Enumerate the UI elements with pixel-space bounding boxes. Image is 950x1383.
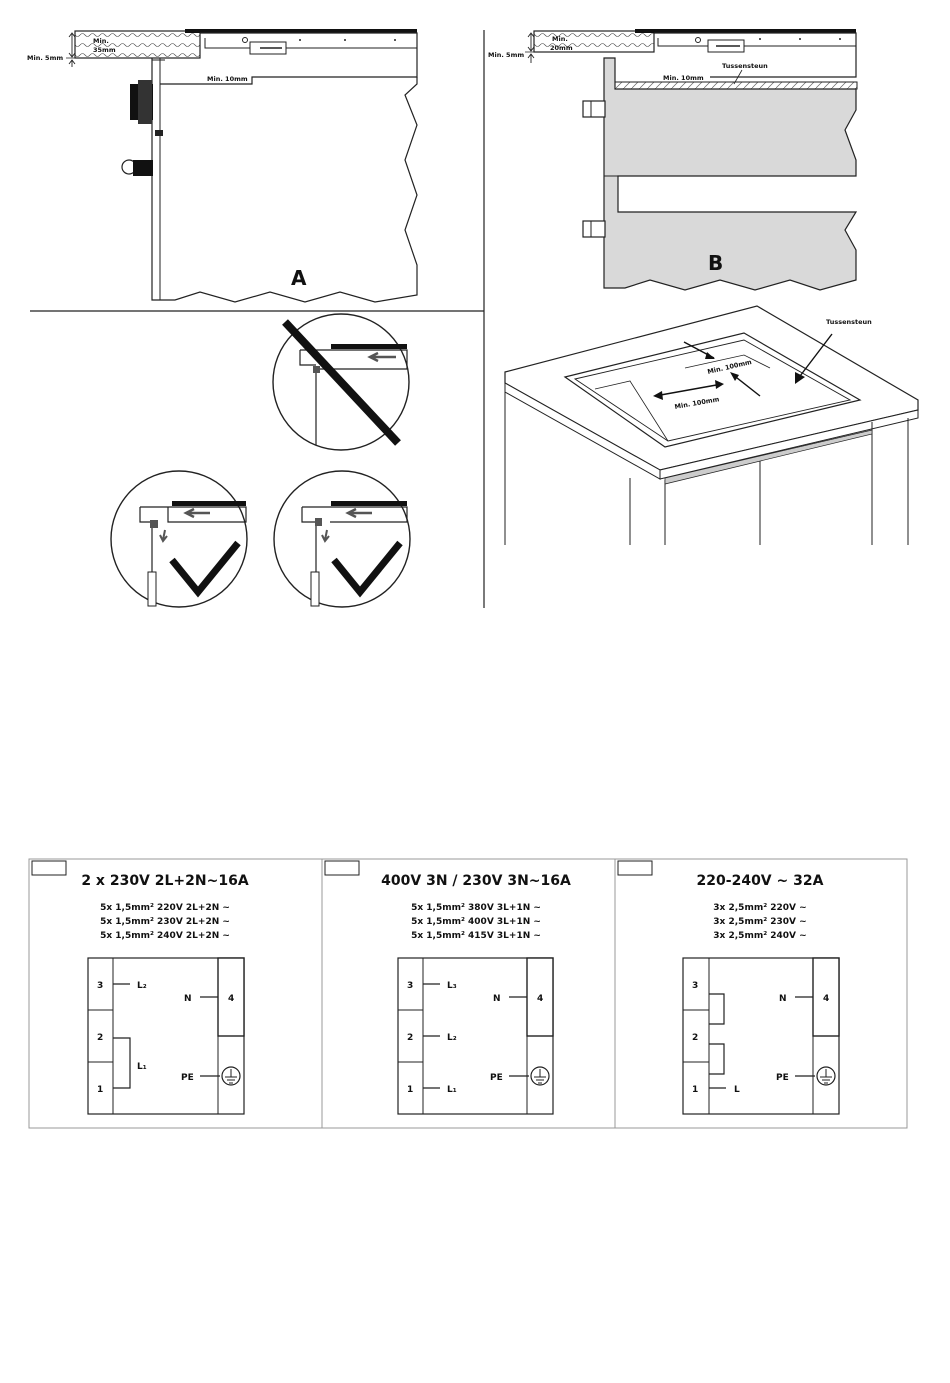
wiring-3-term-2: 2 [692, 1033, 698, 1043]
wiring-2-pe: PE [490, 1073, 503, 1083]
panel-a: Min. 35mm Min. 5mm Min. 10mm A [27, 29, 418, 303]
panel-c-details [110, 313, 411, 608]
worktop-b [533, 30, 655, 53]
wiring-1-spec-1: 5x 1,5mm² 220V 2L+2N ~ [100, 903, 230, 913]
wiring-3-term-3: 3 [692, 981, 698, 991]
wiring-3-neutral-num: 4 [823, 994, 829, 1004]
wiring-1-neutral-num: 4 [228, 994, 234, 1004]
wiring-2-line-L2: L₂ [447, 1033, 457, 1043]
wiring-1-pe: PE [181, 1073, 194, 1083]
wiring-2-ground-icon [530, 1066, 550, 1086]
label-min-10mm-b: Min. 10mm [663, 74, 704, 82]
wiring-2-spec-1: 5x 1,5mm² 380V 3L+1N ~ [411, 903, 541, 913]
label-min-5mm-b: Min. 5mm [488, 51, 524, 59]
wiring-2-term-1: 1 [407, 1085, 413, 1095]
wiring-2-line-L1: L₁ [447, 1085, 457, 1095]
wiring-2-spec-2: 5x 1,5mm² 400V 3L+1N ~ [411, 917, 541, 927]
panel-b: Min. 20mm Min. 5mm Min. 10mm Tussensteun… [488, 29, 858, 291]
wiring-1-spec-2: 5x 1,5mm² 230V 2L+2N ~ [100, 917, 230, 927]
label-a: A [291, 266, 307, 290]
wiring-3-spec-1: 3x 2,5mm² 220V ~ [713, 903, 806, 913]
label-min-35mm-1: Min. [93, 37, 109, 45]
label-min-10mm-a: Min. 10mm [207, 75, 248, 83]
wiring-3-ground-icon [816, 1066, 836, 1086]
panel-d-cabinet: Min. 100mm Min. 100mm Tussensteun [504, 305, 919, 545]
wiring-diagram-2: 400V 3N / 230V 3N~16A 5x 1,5mm² 380V 3L+… [381, 873, 571, 1115]
detail-wrong [272, 313, 410, 451]
label-min-5mm-a: Min. 5mm [27, 54, 63, 62]
wiring-1-spec-3: 5x 1,5mm² 240V 2L+2N ~ [100, 931, 230, 941]
label-min-20mm-1: Min. [552, 35, 568, 43]
panel-dividers [30, 30, 485, 608]
wiring-1-ground-icon [221, 1066, 241, 1086]
wiring-1-neutral: N [184, 994, 192, 1004]
wiring-3-term-1: 1 [692, 1085, 698, 1095]
wiring-2-neutral-num: 4 [537, 994, 543, 1004]
wiring-1-term-3: 3 [97, 981, 103, 991]
label-tussensteun-b: Tussensteun [722, 62, 768, 70]
wiring-3-neutral: N [779, 994, 787, 1004]
wiring-1-line-L1: L₁ [137, 1062, 147, 1072]
wiring-2-line-L3: L₃ [447, 981, 457, 991]
wiring-2-title: 400V 3N / 230V 3N~16A [381, 873, 571, 889]
label-tussensteun-c: Tussensteun [826, 318, 872, 326]
wiring-1-term-1: 1 [97, 1085, 103, 1095]
wiring-1-line-L2: L₂ [137, 981, 147, 991]
label-min-35mm-2: 35mm [93, 46, 116, 54]
wiring-diagram-1: 2 x 230V 2L+2N~16A 5x 1,5mm² 220V 2L+2N … [81, 873, 249, 1115]
wiring-1-term-2: 2 [97, 1033, 103, 1043]
wiring-3-pe: PE [776, 1073, 789, 1083]
wiring-2-neutral: N [493, 994, 501, 1004]
wiring-2-term-2: 2 [407, 1033, 413, 1043]
wiring-3-spec-3: 3x 2,5mm² 240V ~ [713, 931, 806, 941]
detail-correct-2 [273, 470, 411, 608]
label-min-20mm-2: 20mm [550, 44, 573, 52]
detail-correct-1 [110, 470, 248, 608]
worktop-a [74, 30, 201, 59]
wiring-3-spec-2: 3x 2,5mm² 230V ~ [713, 917, 806, 927]
wiring-section [28, 858, 908, 1129]
label-b: B [708, 251, 723, 275]
wiring-3-line-L: L [734, 1085, 740, 1095]
wiring-2-term-3: 3 [407, 981, 413, 991]
wiring-diagram-3: 220-240V ~ 32A 3x 2,5mm² 220V ~ 3x 2,5mm… [682, 873, 840, 1115]
wiring-1-title: 2 x 230V 2L+2N~16A [81, 873, 249, 889]
wiring-2-spec-3: 5x 1,5mm² 415V 3L+1N ~ [411, 931, 541, 941]
wiring-3-title: 220-240V ~ 32A [697, 873, 824, 889]
